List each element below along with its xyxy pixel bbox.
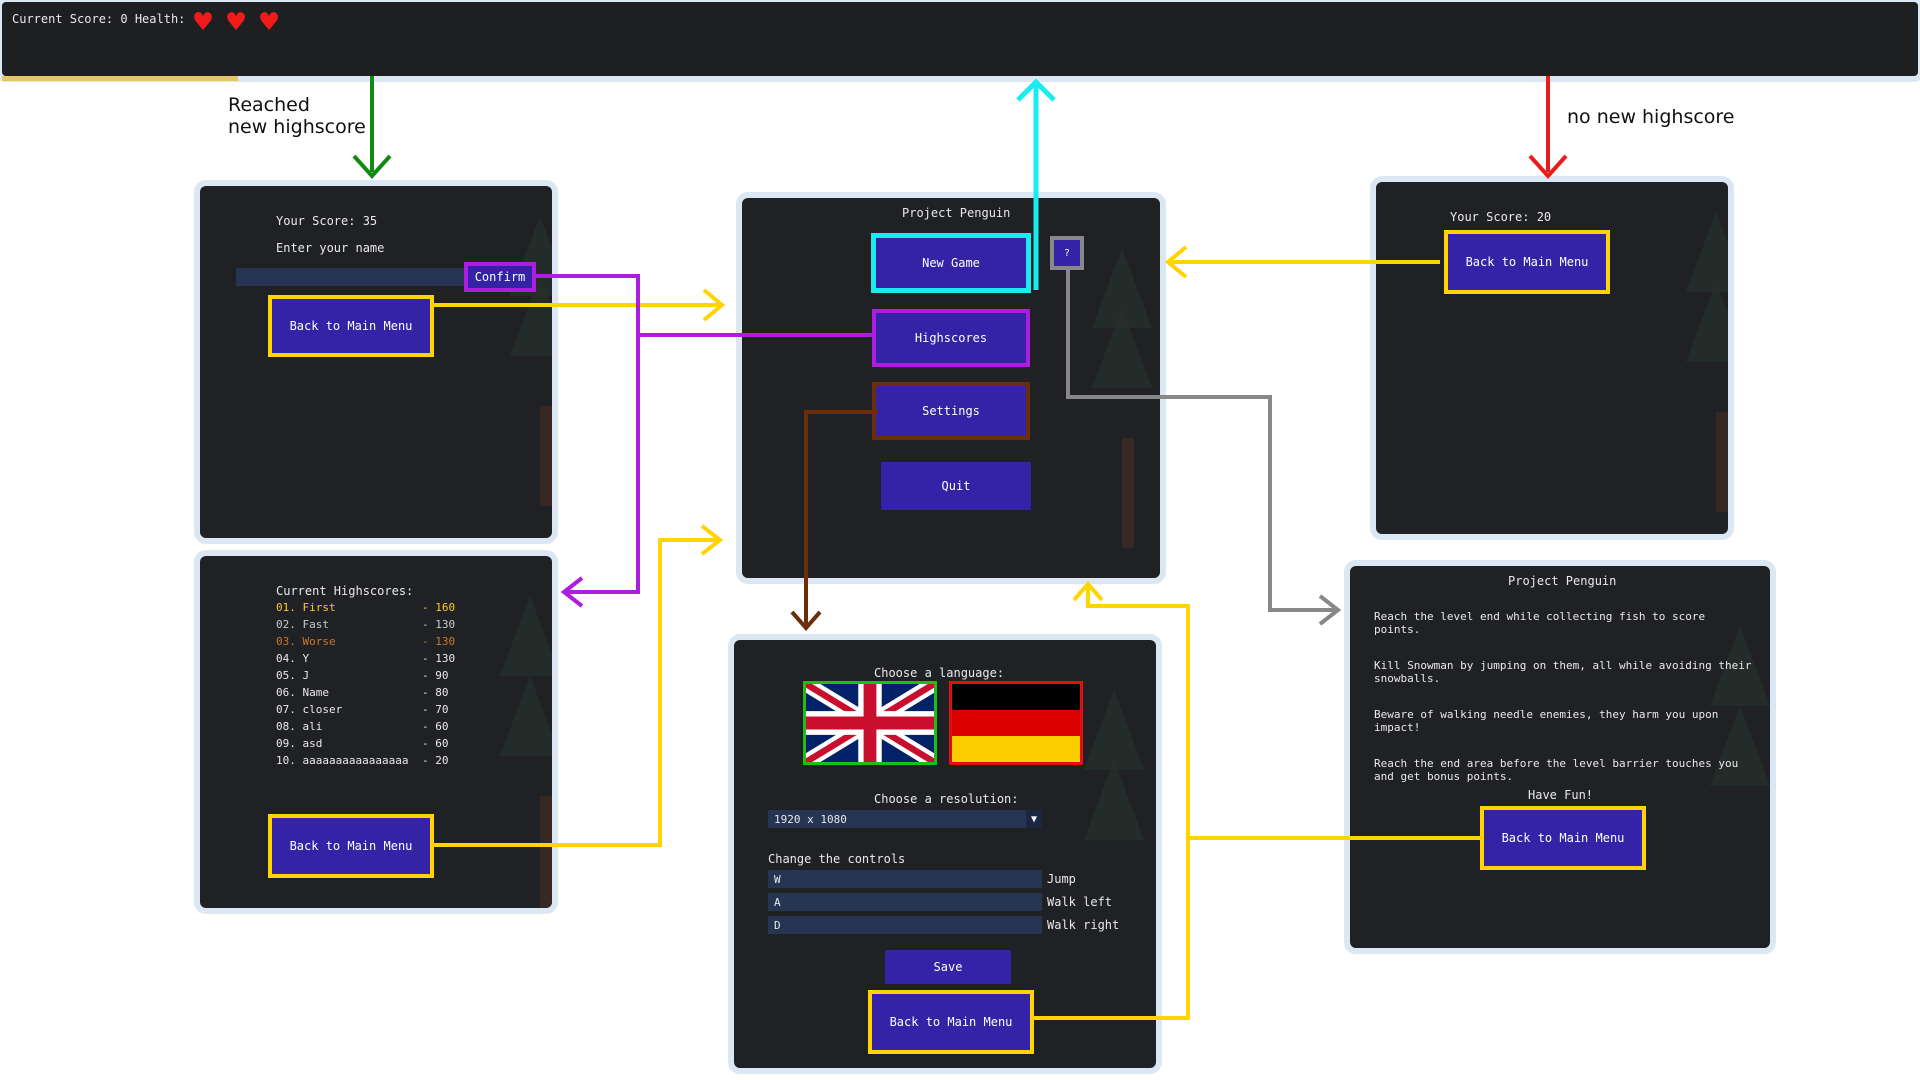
change-controls-label: Change the controls: [768, 852, 906, 866]
help-paragraph: Reach the end area before the level barr…: [1374, 757, 1739, 783]
choose-resolution-label: Choose a resolution:: [874, 792, 1019, 806]
walk-left-label: Walk left: [1047, 895, 1113, 909]
help-paragraph: Beware of walking needle enemies, they h…: [1374, 708, 1719, 734]
highscore-row: 08. ali - 60: [276, 720, 476, 736]
tree-decoration: [500, 596, 552, 676]
back-to-main-menu-button[interactable]: Back to Main Menu: [1448, 234, 1606, 290]
highscore-rank-name: 08. ali: [276, 720, 323, 733]
highscore-rank-name: 02. Fast: [276, 618, 329, 631]
heart-icon: ♥: [227, 5, 246, 40]
game-hud-bar: Current Score: 0 Health: ♥ ♥ ♥: [2, 2, 1918, 76]
confirm-button[interactable]: Confirm: [468, 266, 532, 288]
highscore-row: 01. First - 160: [276, 601, 476, 617]
help-paragraph: Reach the level end while collecting fis…: [1374, 610, 1706, 636]
save-button[interactable]: Save: [885, 950, 1011, 984]
highscore-row: 03. Worse - 130: [276, 635, 476, 651]
jump-key-input[interactable]: W: [768, 870, 1042, 888]
highscore-score: - 130: [422, 635, 456, 648]
tree-trunk: [1716, 412, 1728, 512]
highscore-score: - 130: [422, 618, 456, 631]
german-flag-icon[interactable]: [952, 684, 1080, 762]
tree-trunk: [1122, 438, 1134, 548]
tree-decoration: [1686, 212, 1728, 292]
tree-decoration: [1084, 760, 1144, 840]
back-to-main-menu-button[interactable]: Back to Main Menu: [872, 994, 1030, 1050]
heart-icon: ♥: [194, 5, 213, 40]
highscore-row: 10. aaaaaaaaaaaaaaaa - 20: [276, 754, 476, 770]
quit-button[interactable]: Quit: [881, 462, 1031, 510]
highscores-button[interactable]: Highscores: [876, 313, 1026, 363]
enter-name-prompt: Enter your name: [276, 241, 385, 255]
highscore-score: - 20: [422, 754, 449, 767]
help-paragraph: Kill Snowman by jumping on them, all whi…: [1374, 659, 1752, 685]
help-button[interactable]: ?: [1054, 240, 1080, 266]
highscore-row: 07. closer - 70: [276, 703, 476, 719]
english-flag-icon[interactable]: [806, 684, 934, 762]
main-menu-title: Project Penguin: [902, 206, 1011, 220]
your-score-text: Your Score: 35: [276, 214, 378, 228]
highscore-rank-name: 06. Name: [276, 686, 329, 699]
highscore-row: 05. J - 90: [276, 669, 476, 685]
highscore-score: - 130: [422, 652, 456, 665]
highscore-rank-name: 01. First: [276, 601, 336, 614]
tree-decoration: [510, 276, 552, 356]
main-menu-panel: Project Penguin New Game ? Highscores Se…: [742, 198, 1160, 578]
chevron-down-icon[interactable]: ▼: [1026, 810, 1042, 828]
tree-trunk: [540, 796, 552, 908]
walk-right-label: Walk right: [1047, 918, 1120, 932]
settings-panel: Choose a language: Choose a resolution: …: [734, 640, 1156, 1068]
settings-button[interactable]: Settings: [876, 386, 1026, 436]
have-fun-text: Have Fun!: [1528, 788, 1594, 802]
reached-highscore-label: Reached new highscore: [228, 94, 366, 138]
jump-label: Jump: [1047, 872, 1076, 886]
heart-icon: ♥: [260, 5, 279, 40]
name-input[interactable]: [236, 268, 464, 286]
your-score-text: Your Score: 20: [1450, 210, 1552, 224]
highscore-score: - 160: [422, 601, 456, 614]
hud-score-health-label: Current Score: 0 Health:: [12, 12, 186, 26]
highscore-row: 09. asd - 60: [276, 737, 476, 753]
highscore-rank-name: 03. Worse: [276, 635, 336, 648]
highscore-rank-name: 07. closer: [276, 703, 343, 716]
tree-decoration: [1092, 308, 1152, 388]
no-new-highscore-label: no new highscore: [1567, 106, 1735, 128]
hud-progress-bar: [2, 76, 238, 81]
help-panel: Project Penguin Reach the level end whil…: [1350, 566, 1770, 948]
game-over-panel: Your Score: 20 Back to Main Menu: [1376, 182, 1728, 534]
highscore-rank-name: 10. aaaaaaaaaaaaaaaa: [276, 754, 409, 767]
tree-decoration: [1686, 282, 1728, 362]
highscore-score: - 80: [422, 686, 449, 699]
back-to-main-menu-button[interactable]: Back to Main Menu: [272, 299, 430, 353]
highscores-heading: Current Highscores:: [276, 584, 414, 598]
choose-language-label: Choose a language:: [874, 666, 1005, 680]
highscores-panel: Current Highscores: 01. First - 160 02. Fa…: [200, 556, 552, 908]
resolution-dropdown[interactable]: 1920 x 1080 ▼: [768, 810, 1042, 828]
walk-left-key-input[interactable]: A: [768, 893, 1042, 911]
highscore-rank-name: 09. asd: [276, 737, 323, 750]
enter-name-panel: Your Score: 35 Enter your name Confirm B…: [200, 186, 552, 538]
highscore-score: - 70: [422, 703, 449, 716]
tree-decoration: [1710, 626, 1770, 706]
highscore-score: - 60: [422, 720, 449, 733]
highscore-row: 02. Fast - 130: [276, 618, 476, 634]
highscore-row: 06. Name - 80: [276, 686, 476, 702]
red-arrow: [1528, 76, 1568, 179]
back-to-main-menu-button[interactable]: Back to Main Menu: [1484, 810, 1642, 866]
tree-trunk: [540, 406, 552, 506]
tree-decoration: [1710, 706, 1770, 786]
walk-right-key-input[interactable]: D: [768, 916, 1042, 934]
highscore-rank-name: 04. Y: [276, 652, 310, 665]
highscore-rank-name: 05. J: [276, 669, 310, 682]
highscore-score: - 90: [422, 669, 449, 682]
highscore-row: 04. Y - 130: [276, 652, 476, 668]
new-game-button[interactable]: New Game: [876, 238, 1026, 288]
tree-decoration: [500, 676, 552, 756]
highscore-score: - 60: [422, 737, 449, 750]
back-to-main-menu-button[interactable]: Back to Main Menu: [272, 818, 430, 874]
help-title: Project Penguin: [1508, 574, 1617, 588]
resolution-value: 1920 x 1080: [774, 812, 847, 826]
tree-decoration: [1084, 690, 1144, 770]
